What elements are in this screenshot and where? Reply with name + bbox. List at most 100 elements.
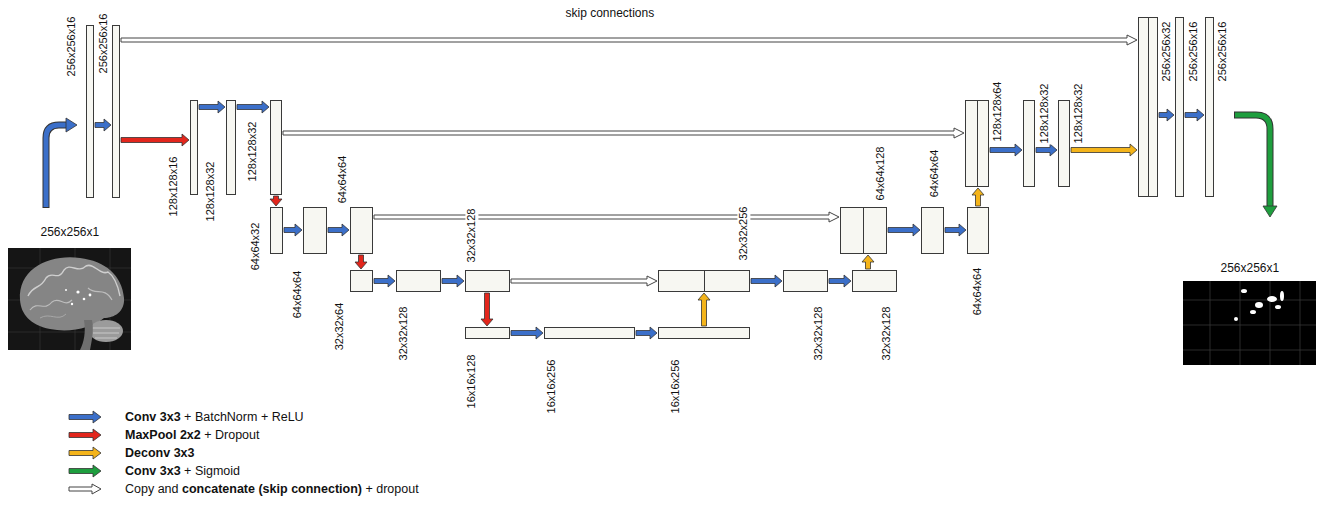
skip-connection-arrow (374, 212, 839, 222)
image-size-label: 256x256x1 (1219, 261, 1282, 275)
layer-arrow (698, 293, 710, 326)
layer-arrow (374, 275, 395, 287)
feature-map-box: 256x256x16 (1205, 17, 1214, 197)
legend-swatch (68, 446, 102, 460)
layer-arrow (121, 134, 189, 146)
feature-map-box: 128x128x32 (226, 100, 236, 195)
mri-input-image (8, 248, 131, 350)
legend-text: Conv 3x3 + Sigmoid (125, 464, 240, 478)
feature-map-box: 32x32x128 (465, 270, 510, 292)
feature-map-box: 64x64x64 (303, 207, 327, 254)
layer-arrow (1036, 144, 1057, 156)
input-arrow (46, 118, 77, 208)
feature-map-box: 32x32x256 (658, 270, 750, 292)
dimension-label: 256x256x16 (1216, 20, 1229, 82)
dimension-label: 128x128x32 (1072, 82, 1085, 144)
dimension-label: 64x64x64 (336, 154, 349, 204)
skip-connection-arrow (511, 276, 657, 286)
legend-swatch (68, 428, 102, 442)
dimension-label: 256x256x16 (97, 12, 110, 74)
dimension-label: 32x32x128 (465, 207, 478, 263)
layer-arrow (284, 224, 302, 236)
dimension-label: 256x256x32 (1160, 20, 1173, 82)
layer-arrow (481, 293, 493, 326)
feature-map-box: 64x64x128 (840, 207, 887, 254)
legend-text: Conv 3x3 + BatchNorm + ReLU (125, 410, 304, 424)
layer-arrow (636, 327, 657, 339)
feature-map-box: 256x256x16 (112, 25, 120, 198)
feature-map-box: 256x256x16 (86, 25, 94, 198)
dimension-label: 32x32x128 (880, 305, 893, 361)
legend-arrow (69, 484, 101, 494)
dimension-label: 128x128x32 (204, 160, 217, 222)
feature-map-box: 64x64x64 (350, 207, 373, 254)
layer-arrow (95, 119, 111, 131)
layer-arrow (990, 144, 1022, 156)
dimension-label: 64x64x64 (971, 266, 984, 316)
dimension-label: 16x16x128 (465, 353, 478, 409)
dimension-label: 32x32x64 (333, 301, 346, 351)
layer-arrow (199, 101, 225, 113)
dimension-label: 32x32x128 (397, 305, 410, 361)
feature-map-box: 128x128x32 (1023, 100, 1035, 187)
dimension-label: 256x256x16 (65, 15, 78, 77)
layer-arrow (237, 101, 269, 113)
legend: Conv 3x3 + BatchNorm + ReLU MaxPool 2x2 +… (68, 408, 419, 498)
layer-arrow (1159, 109, 1174, 121)
dimension-label: 32x32x128 (812, 305, 825, 361)
feature-map-box: 16x16x128 (465, 327, 510, 339)
concat-divider (977, 101, 978, 186)
feature-map-box: 16x16x256 (658, 327, 750, 339)
legend-text: Deconv 3x3 (125, 446, 195, 460)
dimension-label: 128x128x64 (991, 80, 1004, 142)
legend-row: Copy and concatenate (skip connection) +… (68, 480, 419, 498)
feature-map-box: 128x128x64 (965, 100, 989, 187)
legend-arrow (69, 429, 101, 441)
skip-connection-arrow (121, 35, 1137, 45)
feature-map-box: 64x64x64 (967, 207, 989, 254)
output-arrow (1234, 115, 1277, 217)
dimension-label: 64x64x32 (249, 221, 262, 271)
legend-swatch (68, 464, 102, 478)
legend-arrow (69, 465, 101, 477)
layer-arrow (442, 275, 464, 287)
legend-arrow (69, 411, 101, 423)
legend-row: Deconv 3x3 (68, 444, 419, 462)
layer-arrow (1185, 109, 1204, 121)
dimension-label: 16x16x256 (545, 358, 558, 414)
dimension-label: 16x16x256 (669, 358, 682, 414)
feature-map-box: 64x64x64 (921, 207, 944, 254)
dimension-label: 64x64x64 (928, 148, 941, 198)
feature-map-box: 32x32x64 (350, 270, 373, 292)
legend-text: MaxPool 2x2 + Dropout (125, 428, 260, 442)
feature-map-box: 128x128x32 (1058, 100, 1070, 187)
dimension-label: 128x128x32 (246, 120, 259, 182)
feature-map-box: 32x32x128 (783, 270, 828, 292)
legend-swatch (68, 482, 102, 496)
feature-map-box: 128x128x16 (190, 100, 198, 195)
legend-row: MaxPool 2x2 + Dropout (68, 426, 419, 444)
layer-arrow (355, 255, 367, 269)
feature-map-box: 64x64x32 (270, 207, 283, 254)
layer-arrow (829, 275, 851, 287)
layer-arrow (328, 224, 349, 236)
layer-arrow (270, 196, 282, 206)
feature-map-box: 32x32x128 (852, 270, 897, 292)
layer-arrow (862, 255, 874, 269)
layer-arrow (972, 188, 984, 206)
feature-map-box: 256x256x16 (1175, 17, 1184, 197)
layer-arrow (888, 224, 920, 236)
legend-row: Conv 3x3 + BatchNorm + ReLU (68, 408, 419, 426)
legend-arrow (69, 447, 101, 459)
feature-map-box: 32x32x128 (396, 270, 441, 292)
skip-connection-arrow (283, 128, 964, 138)
image-size-label: 256x256x1 (39, 225, 102, 239)
legend-swatch (68, 410, 102, 424)
layer-arrow (945, 224, 966, 236)
dimension-label: 256x256x16 (1187, 20, 1200, 82)
feature-map-box: 256x256x32 (1138, 17, 1158, 197)
dimension-label: 64x64x128 (874, 145, 887, 201)
dimension-label: 64x64x64 (291, 269, 304, 319)
legend-row: Conv 3x3 + Sigmoid (68, 462, 419, 480)
